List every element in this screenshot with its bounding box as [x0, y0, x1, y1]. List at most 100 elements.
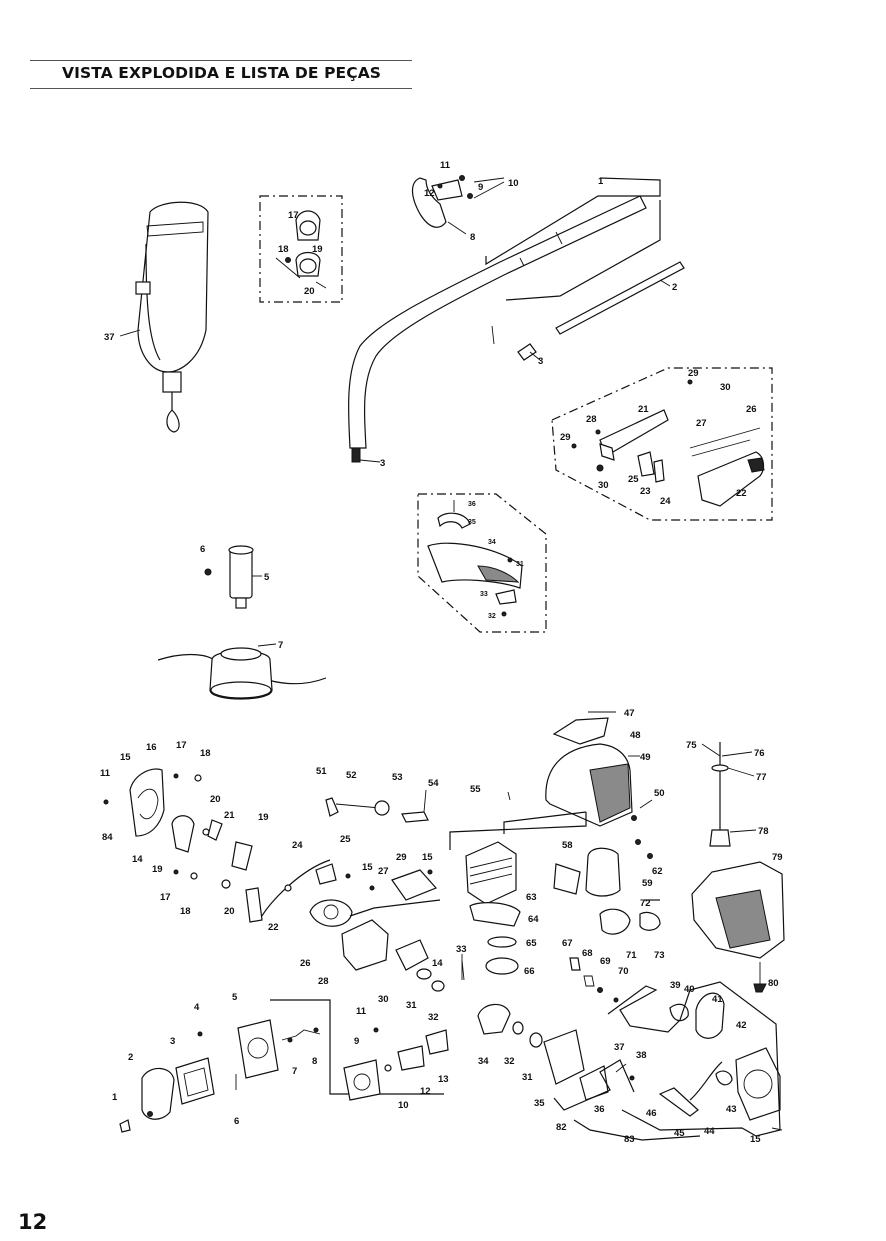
callout: 10 [398, 1100, 409, 1111]
callout: 38 [636, 1050, 647, 1061]
primer-and-tank [691, 742, 785, 993]
callout: 7 [278, 640, 283, 651]
callout: 25 [628, 474, 639, 485]
callout: 23 [640, 486, 651, 497]
shoulder-harness [119, 201, 209, 433]
callout: 30 [378, 994, 389, 1005]
callout: 9 [354, 1036, 359, 1047]
callout: 12 [420, 1086, 431, 1097]
header-rule-bottom [30, 88, 412, 89]
callout: 8 [312, 1056, 317, 1067]
callout: 36 [594, 1104, 605, 1115]
callout: 41 [712, 994, 723, 1005]
callout: 84 [102, 832, 113, 843]
trimmer-head [157, 643, 327, 700]
callout: 3 [380, 458, 385, 469]
callout: 5 [232, 992, 238, 1003]
callout: 19 [312, 244, 323, 255]
callout: 21 [638, 404, 649, 415]
callout: 37 [614, 1042, 625, 1053]
callout: 70 [618, 966, 629, 977]
callout: 42 [736, 1020, 747, 1031]
callout: 54 [428, 778, 439, 789]
callout: 26 [300, 958, 311, 969]
callout: 65 [526, 938, 537, 949]
callout: 77 [756, 772, 767, 783]
callout: 49 [640, 752, 651, 763]
callout: 1 [112, 1092, 118, 1103]
callout: 5 [264, 572, 270, 583]
callout: 30 [720, 382, 731, 393]
callout: 15 [750, 1134, 761, 1145]
callout: 73 [654, 950, 665, 961]
callout: 16 [146, 742, 157, 753]
callout: 13 [438, 1074, 449, 1085]
page-number: 12 [18, 1210, 48, 1234]
callout: 22 [736, 488, 747, 499]
callout: 27 [696, 418, 707, 429]
callout: 28 [586, 414, 597, 425]
callout: 11 [100, 768, 111, 779]
callout: 11 [440, 160, 451, 171]
callout: 55 [470, 784, 481, 795]
callout: 71 [626, 950, 637, 961]
callout: 48 [630, 730, 641, 741]
callout: 30 [598, 480, 609, 491]
callout: 19 [152, 864, 163, 875]
callout: 14 [432, 958, 443, 969]
callout: 22 [268, 922, 279, 933]
callout: 24 [660, 496, 671, 507]
callout: 40 [684, 984, 695, 995]
callout: 50 [654, 788, 665, 799]
callout: 21 [224, 810, 235, 821]
cylinder-and-muffler [325, 789, 661, 1003]
callout: 31 [406, 1000, 417, 1011]
engine-cover [545, 711, 653, 827]
callout: 32 [428, 1012, 439, 1023]
callout: 17 [288, 210, 299, 221]
engine-bottom-parts [119, 981, 783, 1141]
callout: 1 [598, 176, 604, 187]
callout: 20 [224, 906, 235, 917]
callout: 17 [160, 892, 171, 903]
callout: 62 [652, 866, 663, 877]
callout: 15 [362, 862, 373, 873]
callout: 47 [624, 708, 635, 719]
callout: 79 [772, 852, 783, 863]
callout: 33 [456, 944, 467, 955]
callout: 68 [582, 948, 593, 959]
callout: 32 [504, 1056, 515, 1067]
callout: 64 [528, 914, 539, 925]
callout: 12 [424, 188, 435, 199]
callout: 52 [346, 770, 357, 781]
callout: 76 [754, 748, 765, 759]
shaft-assembly [347, 175, 685, 463]
callout: 51 [316, 766, 327, 777]
callout: 14 [132, 854, 143, 865]
callout: 25 [340, 834, 351, 845]
callout: 20 [210, 794, 221, 805]
callout: 35 [534, 1098, 545, 1109]
callout: 83 [624, 1134, 635, 1145]
callout: 33 [480, 591, 488, 598]
callout: 45 [674, 1128, 685, 1139]
callout: 8 [470, 232, 475, 243]
callout: 29 [396, 852, 407, 863]
throttle-group [551, 367, 773, 521]
callout: 7 [292, 1066, 297, 1077]
callout: 78 [758, 826, 769, 837]
callout: 34 [478, 1056, 489, 1067]
callout: 59 [642, 878, 653, 889]
callout: 9 [478, 182, 483, 193]
callout: 2 [672, 282, 677, 293]
callout: 3 [538, 356, 543, 367]
callout: 15 [422, 852, 433, 863]
callout: 17 [176, 740, 187, 751]
callout: 63 [526, 892, 537, 903]
callout: 10 [508, 178, 519, 189]
callout: 3 [170, 1036, 175, 1047]
callout: 69 [600, 956, 611, 967]
callout: 6 [234, 1116, 239, 1127]
guard-group [417, 493, 547, 633]
